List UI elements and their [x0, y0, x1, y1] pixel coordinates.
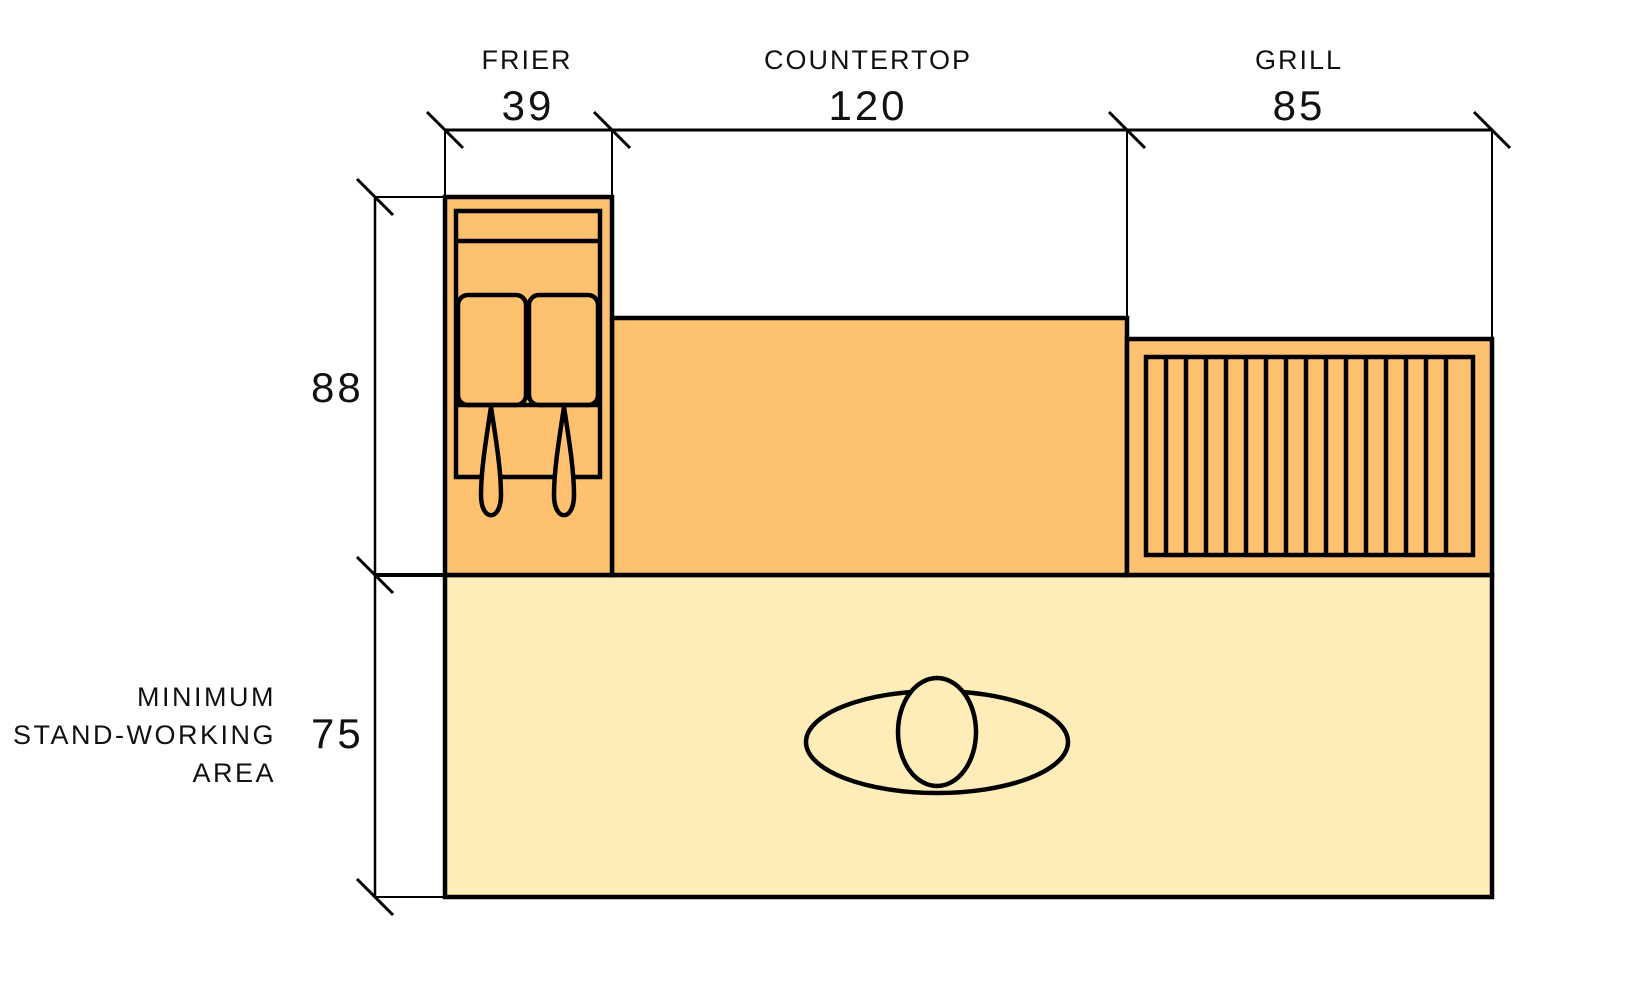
countertop-width-value: 120 — [828, 82, 908, 129]
working-area-label-line-3: AREA — [192, 758, 276, 788]
frier-label: FRIER — [481, 45, 573, 75]
side-dimension-line — [355, 177, 445, 917]
working-area-label: MINIMUM STAND-WORKING AREA — [13, 678, 276, 792]
frier — [442, 194, 615, 578]
top-dimension-line — [425, 110, 1512, 339]
working-area-label-line-2: STAND-WORKING — [13, 720, 276, 750]
minimum-stand-working-area — [442, 572, 1495, 900]
frier-baskets-icon — [453, 208, 603, 518]
person-top-view-icon — [803, 675, 1071, 796]
frier-width-value: 39 — [501, 82, 555, 129]
grill-label: GRILL — [1254, 45, 1344, 75]
working-area-depth-value: 75 — [311, 710, 364, 757]
equipment-depth-value: 88 — [311, 364, 364, 411]
grill — [1124, 336, 1495, 578]
countertop — [609, 315, 1130, 578]
working-area-label-line-1: MINIMUM — [137, 682, 276, 712]
grill-width-value: 85 — [1272, 82, 1326, 129]
countertop-label: COUNTERTOP — [763, 45, 973, 75]
grill-grate-icon — [1143, 354, 1476, 558]
